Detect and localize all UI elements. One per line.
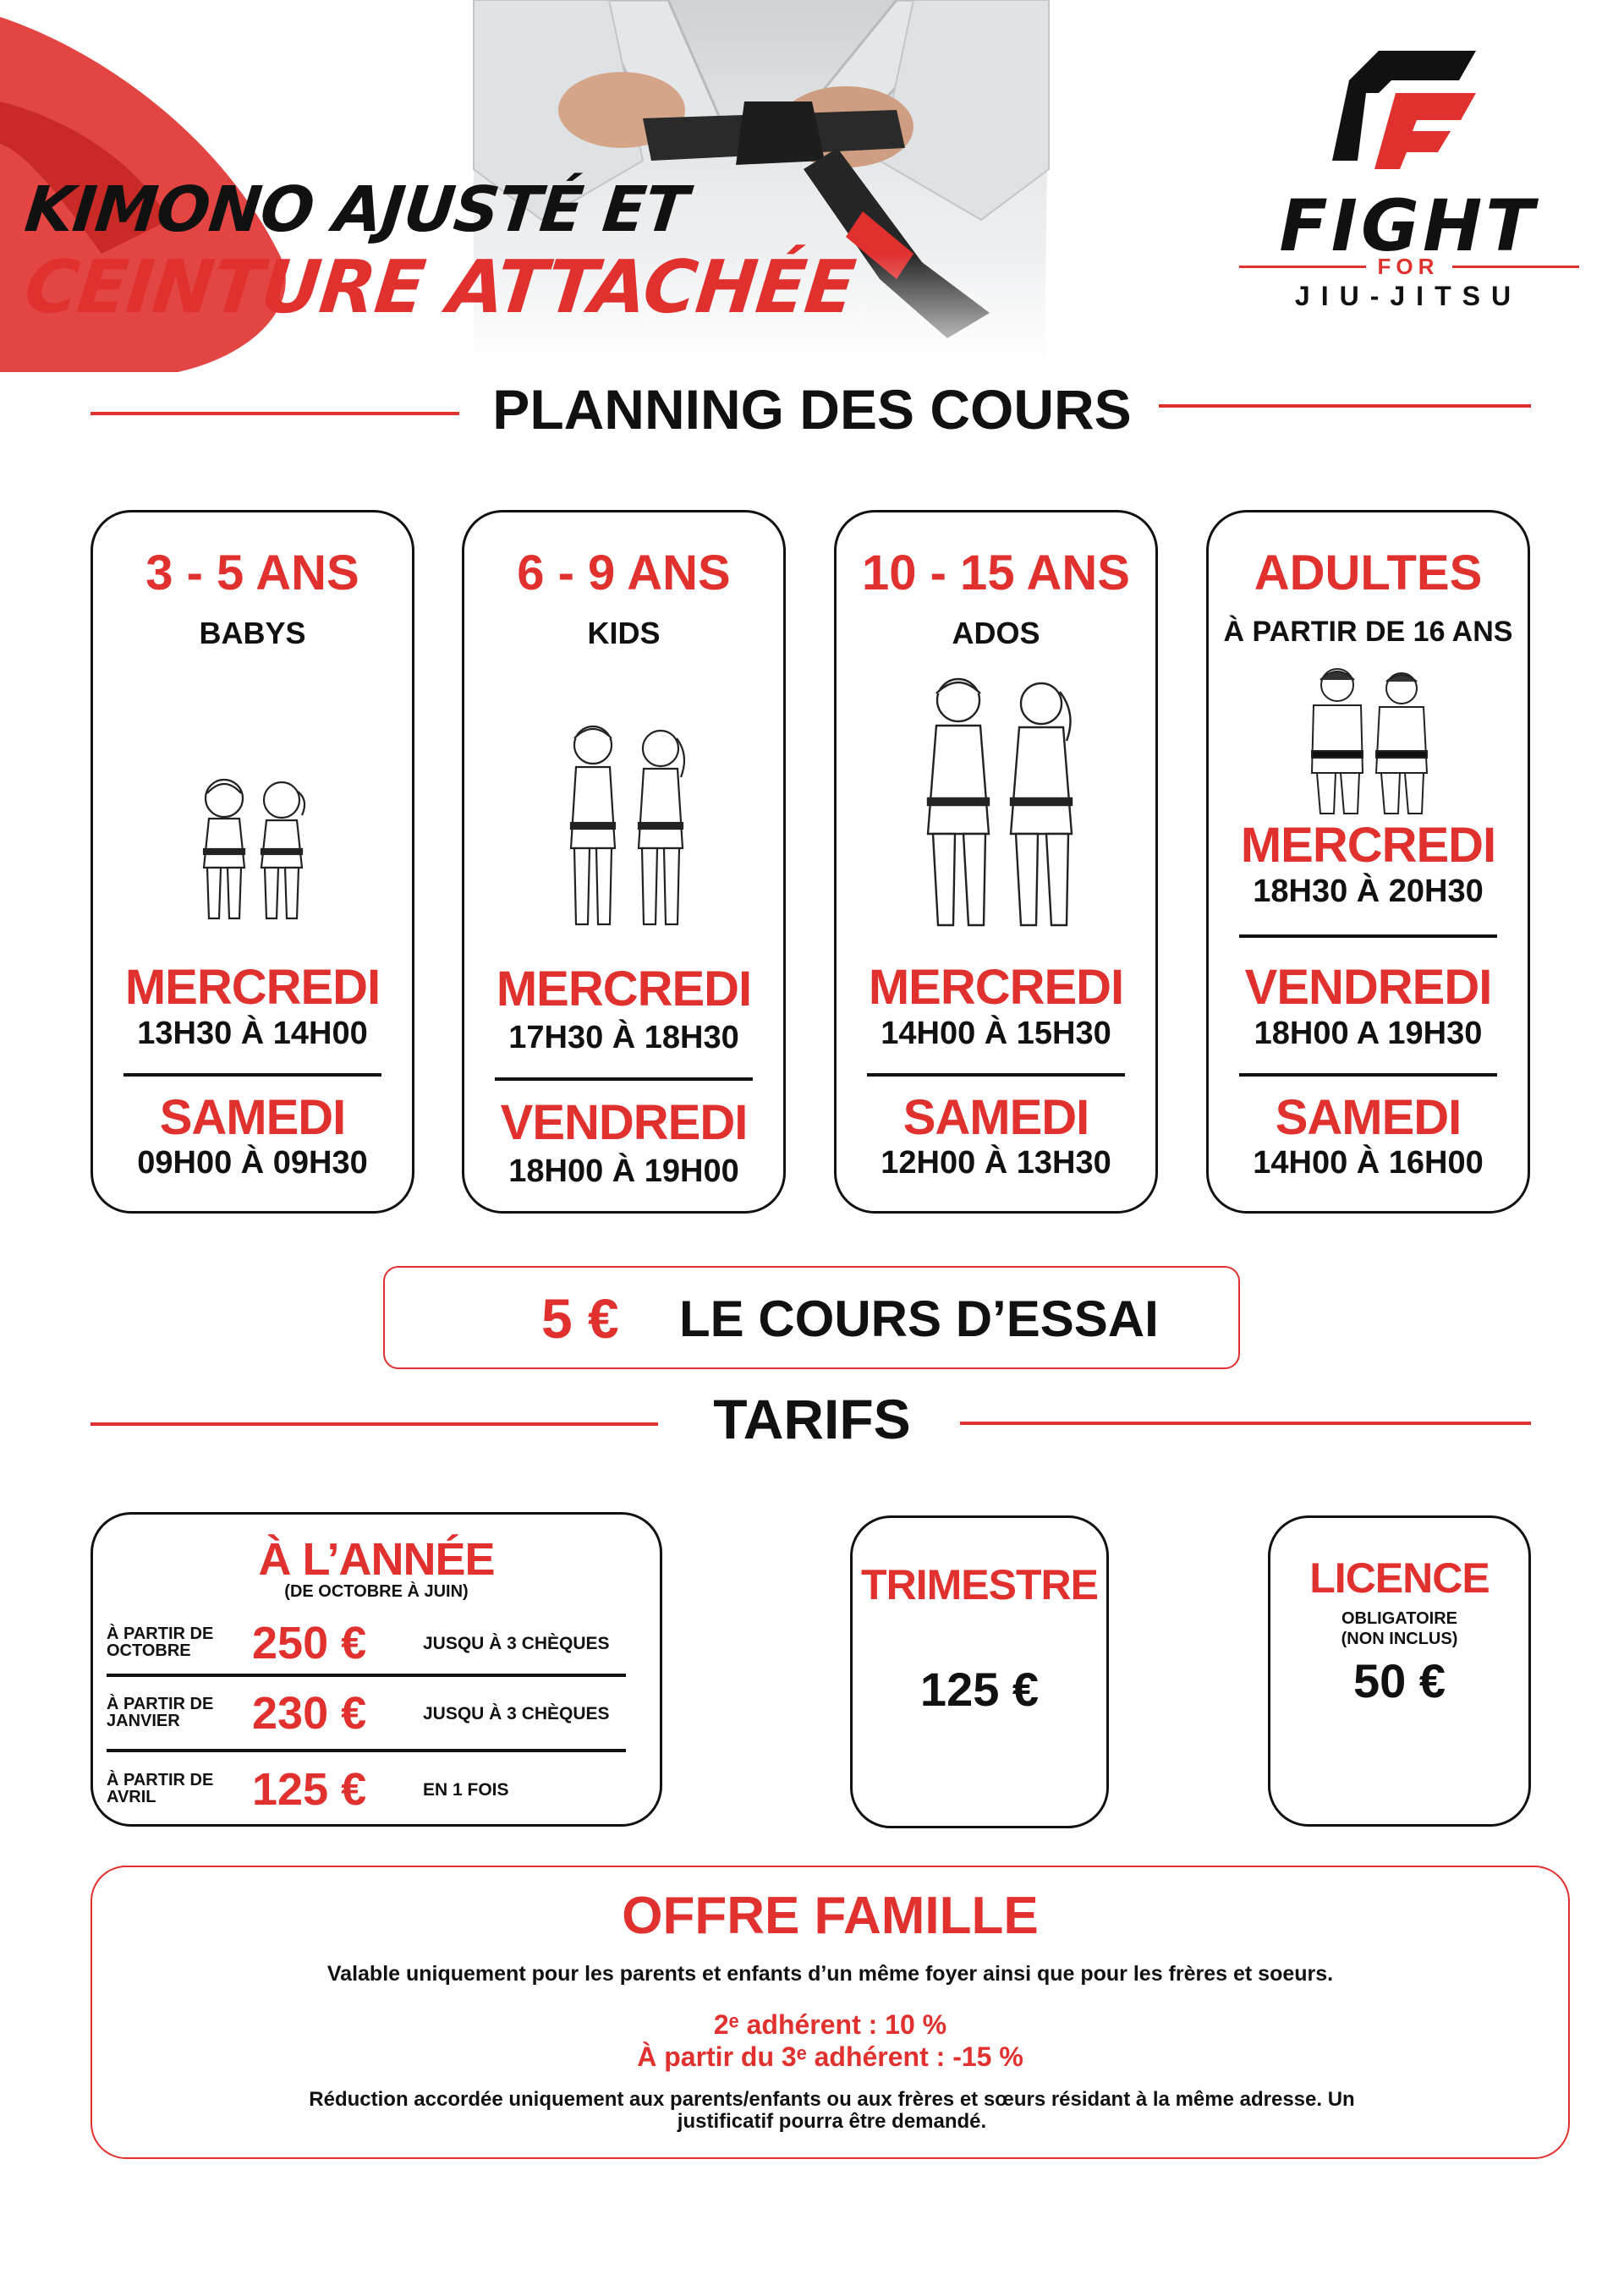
card-day: SAMEDI	[159, 1090, 347, 1145]
logo-word-jiujitsu: JIU-JITSU	[1294, 281, 1522, 311]
row-from-line1: À PARTIR DE	[107, 1625, 214, 1643]
annee-title: À L’ANNÉE	[258, 1534, 495, 1585]
card-day: SAMEDI	[903, 1090, 1090, 1145]
licence-title: LICENCE	[1309, 1554, 1490, 1602]
family-offer-title: OFFRE FAMILLE	[622, 1887, 1039, 1945]
planning-rule-right	[1159, 404, 1531, 408]
licence-subtitle: OBLIGATOIRE	[1341, 1609, 1458, 1628]
annee-subtitle: (DE OCTOBRE À JUIN)	[284, 1582, 469, 1601]
trial-price: 5 €	[541, 1287, 619, 1350]
trimestre-title: TRIMESTRE	[861, 1561, 1099, 1608]
trial-banner: 5 € LE COURS D’ESSAI	[383, 1266, 1240, 1369]
card-time: 09H00 À 09H30	[137, 1145, 368, 1181]
card-day: VENDREDI	[1244, 960, 1493, 1015]
card-divider	[1239, 1073, 1497, 1077]
schedule-card-adultes: ADULTES À PARTIR DE 16 ANS MERCREDI 18H3…	[1206, 510, 1530, 1214]
pricing-row: À PARTIR DE OCTOBRE 250 € JUSQU À 3 CHÈQ…	[93, 1614, 660, 1681]
card-time: 13H30 À 14H00	[137, 1016, 368, 1051]
row-from: À PARTIR DE AVRIL	[107, 1772, 225, 1806]
fight-for-logo: FIGHT FOR JIU-JITSU	[1231, 42, 1586, 313]
family-offer-second: 2ᵉ adhérent : 10 %	[713, 2009, 947, 2040]
row-from: À PARTIR DE JANVIER	[107, 1696, 225, 1729]
schedule-card-babys: 3 - 5 ANS BABYS MERCREDI 13H30 À 14H00 S…	[91, 510, 414, 1214]
tarifs-title: TARIFS	[713, 1388, 911, 1450]
planning-title: PLANNING DES COURS	[492, 378, 1132, 441]
row-price: 125 €	[252, 1764, 367, 1815]
card-group: KIDS	[587, 616, 661, 650]
card-day: SAMEDI	[1275, 1090, 1462, 1145]
hero-banner: KIMONO AJUSTÉ ET CEINTURE ATTACHÉE FIGHT…	[0, 0, 1624, 381]
adults-illustration	[1310, 668, 1429, 814]
card-age: 3 - 5 ANS	[145, 545, 359, 600]
row-from-line1: À PARTIR DE	[107, 1771, 214, 1789]
kids-illustration	[202, 778, 306, 920]
row-divider	[107, 1674, 626, 1677]
schedule-card-kids: 6 - 9 ANS KIDS MERCREDI 17H30 À 18H30 VE…	[462, 510, 786, 1214]
kimono-photo	[0, 0, 1050, 381]
row-divider	[107, 1749, 626, 1752]
ff-logo-icon	[1332, 51, 1476, 169]
logo-divider-right	[1452, 266, 1579, 268]
tarifs-rule-left	[91, 1422, 658, 1426]
tarifs-rule-right	[960, 1422, 1531, 1425]
licence-subtitle: (NON INCLUS)	[1341, 1630, 1458, 1648]
card-day: VENDREDI	[500, 1095, 749, 1150]
schedule-card-ados: 10 - 15 ANS ADOS MERCREDI 14H00 À 15H30 …	[834, 510, 1158, 1214]
card-group: BABYS	[199, 616, 306, 650]
card-time: 18H00 A 19H30	[1254, 1016, 1483, 1051]
trimestre-price: 125 €	[919, 1663, 1040, 1716]
card-day: MERCREDI	[496, 962, 752, 1016]
card-time: 14H00 À 15H30	[881, 1016, 1111, 1051]
card-time: 12H00 À 13H30	[881, 1145, 1111, 1181]
card-divider	[495, 1077, 753, 1081]
trial-label: LE COURS D’ESSAI	[679, 1290, 1159, 1347]
kids-illustration	[926, 677, 1073, 927]
card-time: 14H00 À 16H00	[1253, 1145, 1484, 1181]
kids-illustration	[569, 725, 686, 926]
pricing-card-trimestre: TRIMESTRE 125 €	[850, 1515, 1109, 1828]
row-price: 230 €	[252, 1688, 367, 1739]
card-group: ADOS	[952, 616, 1040, 650]
row-price: 250 €	[252, 1618, 367, 1669]
card-day: MERCREDI	[868, 960, 1124, 1015]
logo-word-fight: FIGHT	[1279, 184, 1538, 267]
card-time: 18H00 À 19H00	[508, 1153, 739, 1189]
card-divider	[123, 1073, 381, 1077]
planning-rule-left	[91, 412, 459, 415]
card-age: 10 - 15 ANS	[862, 545, 1130, 600]
pricing-row: À PARTIR DE JANVIER 230 € JUSQU À 3 CHÈQ…	[93, 1684, 660, 1751]
row-from: À PARTIR DE OCTOBRE	[107, 1625, 225, 1659]
card-divider	[1239, 934, 1497, 938]
family-offer-box: OFFRE FAMILLE Valable uniquement pour le…	[91, 1866, 1570, 2159]
row-from-line1: À PARTIR DE	[107, 1695, 214, 1713]
card-age: 6 - 9 ANS	[517, 545, 731, 600]
card-time: 17H30 À 18H30	[508, 1020, 739, 1055]
card-time: 18H30 À 20H30	[1253, 874, 1484, 909]
pricing-row: À PARTIR DE AVRIL 125 € EN 1 FOIS	[93, 1760, 660, 1827]
row-from-line2: AVRIL	[107, 1788, 156, 1806]
row-note: JUSQU À 3 CHÈQUES	[423, 1634, 610, 1653]
row-from-line2: OCTOBRE	[107, 1641, 191, 1660]
licence-price: 50 €	[1353, 1654, 1446, 1707]
card-day: MERCREDI	[124, 960, 381, 1015]
row-note: EN 1 FOIS	[423, 1780, 509, 1800]
family-offer-note: Réduction accordée uniquement aux parent…	[309, 2088, 1355, 2133]
logo-divider-left	[1239, 266, 1366, 268]
logo-word-for: FOR	[1377, 254, 1440, 279]
card-group: À PARTIR DE 16 ANS	[1223, 616, 1513, 648]
card-day: MERCREDI	[1240, 818, 1496, 873]
pricing-card-annee: À L’ANNÉE (DE OCTOBRE À JUIN) À PARTIR D…	[91, 1512, 662, 1827]
card-divider	[867, 1073, 1125, 1077]
row-from-line2: JANVIER	[107, 1712, 180, 1730]
headline-line2: CEINTURE ATTACHÉE	[20, 245, 859, 330]
card-age: ADULTES	[1254, 545, 1483, 600]
family-offer-condition: Valable uniquement pour les parents et e…	[326, 1962, 1334, 1986]
family-offer-third: À partir du 3ᵉ adhérent : -15 %	[637, 2041, 1023, 2072]
row-note: JUSQU À 3 CHÈQUES	[423, 1704, 610, 1723]
pricing-card-licence: LICENCE OBLIGATOIRE (NON INCLUS) 50 €	[1268, 1515, 1531, 1827]
headline-line1: KIMONO AJUSTÉ ET	[21, 173, 691, 246]
